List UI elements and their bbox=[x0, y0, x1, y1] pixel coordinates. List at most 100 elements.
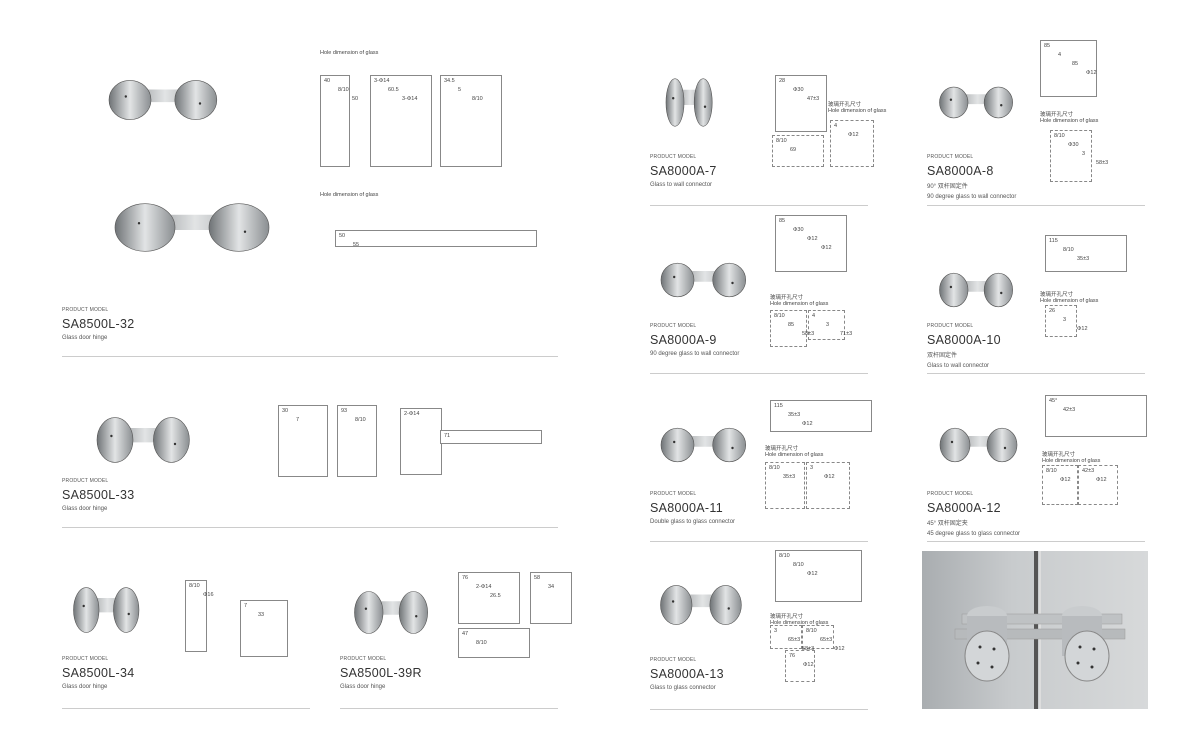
dimension-label: 47±3 bbox=[807, 96, 820, 102]
dimension-label: 8/10 bbox=[1046, 468, 1057, 474]
dimension-label: 115 bbox=[1049, 238, 1058, 244]
product-image bbox=[345, 575, 440, 655]
dimension-label: 40 bbox=[324, 78, 331, 84]
dimension-label: 42±3 bbox=[1082, 468, 1095, 474]
product-description: Double glass to glass connector bbox=[650, 519, 736, 525]
product-model-number: SA8000A-7 bbox=[650, 164, 717, 178]
dimension-label: 3 bbox=[810, 465, 814, 471]
dimension-label: Φ12 bbox=[821, 245, 832, 251]
dimension-label: 65±3 bbox=[788, 637, 801, 643]
hardware-product-image bbox=[108, 80, 218, 120]
dimension-label: 8/10 bbox=[769, 465, 780, 471]
technical-drawing bbox=[808, 310, 845, 340]
technical-drawing bbox=[806, 462, 850, 509]
connector-right bbox=[1062, 606, 1110, 682]
hole-caption-cn: 玻璃开孔尺寸 bbox=[1042, 452, 1076, 458]
product-model-label: PRODUCT MODEL bbox=[62, 478, 109, 484]
product-model-label: PRODUCT MODEL bbox=[927, 154, 974, 160]
technical-drawing bbox=[440, 430, 542, 444]
product-model-number: SA8000A-11 bbox=[650, 501, 723, 515]
hardware-product-image bbox=[114, 203, 270, 252]
hardware-product-image bbox=[939, 427, 1018, 463]
product-description: Glass door hinge bbox=[62, 335, 108, 341]
dimension-label: 8/10 bbox=[776, 138, 787, 144]
technical-drawing bbox=[1050, 130, 1092, 182]
dimension-label: 8/10 bbox=[338, 87, 349, 93]
dimension-label: 8/10 bbox=[1063, 247, 1074, 253]
product-image bbox=[65, 570, 150, 655]
technical-drawing bbox=[1078, 465, 1118, 505]
technical-drawing bbox=[775, 75, 827, 132]
dimension-label: 3 bbox=[774, 628, 778, 634]
technical-drawing bbox=[278, 405, 328, 477]
product-description: Glass to glass connector bbox=[650, 685, 716, 691]
technical-drawing bbox=[1045, 395, 1147, 437]
dimension-label: 3 bbox=[1082, 151, 1086, 157]
product-description: 90 degree glass to wall connector bbox=[927, 194, 1017, 200]
dimension-label: 30 bbox=[282, 408, 289, 414]
dimension-label: Φ12 bbox=[1086, 70, 1097, 76]
dimension-label: 50 bbox=[339, 233, 346, 239]
section-divider bbox=[650, 205, 868, 206]
hole-caption-en: Hole dimension of glass bbox=[770, 301, 829, 307]
hardware-product-image bbox=[354, 591, 428, 634]
dimension-label: 8/10 bbox=[774, 313, 785, 319]
dimension-label: Φ12 bbox=[807, 236, 818, 242]
hardware-product-image bbox=[660, 262, 746, 298]
section-divider bbox=[927, 205, 1145, 206]
dimension-label: Φ12 bbox=[1060, 477, 1071, 483]
product-description: Glass to wall connector bbox=[650, 182, 713, 188]
technical-drawing bbox=[1042, 465, 1078, 505]
dimension-label: 5 bbox=[458, 87, 462, 93]
dimension-label: 33 bbox=[258, 612, 265, 618]
product-model-label: PRODUCT MODEL bbox=[650, 657, 697, 663]
hardware-product-image bbox=[73, 587, 140, 633]
hardware-product-image bbox=[96, 417, 190, 463]
technical-drawing bbox=[1045, 305, 1077, 337]
dimension-label: 58±3 bbox=[802, 331, 815, 337]
technical-drawing bbox=[770, 625, 802, 649]
dimension-label: 50 bbox=[352, 96, 359, 102]
product-model-number: SA8500L-34 bbox=[62, 666, 135, 680]
hardware-product-image bbox=[665, 78, 713, 127]
product-model-number: SA8500L-33 bbox=[62, 488, 135, 502]
dimension-label: Φ12 bbox=[802, 421, 813, 427]
section-divider bbox=[650, 373, 868, 374]
section-divider bbox=[62, 527, 558, 528]
product-model-label: PRODUCT MODEL bbox=[927, 491, 974, 497]
dimension-label: 8/10 bbox=[476, 640, 487, 646]
hole-caption-cn: 玻璃开孔尺寸 bbox=[1040, 292, 1074, 298]
product-model-label: PRODUCT MODEL bbox=[62, 307, 109, 313]
hardware-product-image bbox=[660, 427, 746, 463]
hardware-product-image bbox=[660, 585, 742, 625]
technical-drawing bbox=[337, 405, 377, 477]
product-model-label: PRODUCT MODEL bbox=[650, 491, 697, 497]
hole-dimension-caption: Hole dimension of glass bbox=[320, 50, 378, 56]
technical-drawing bbox=[770, 310, 807, 347]
product-description: 90 degree glass to wall connector bbox=[650, 351, 740, 357]
dimension-label: Φ12 bbox=[1096, 477, 1107, 483]
dimension-label: 26.5 bbox=[490, 593, 501, 599]
section-divider bbox=[927, 373, 1145, 374]
dimension-label: 85 bbox=[1072, 61, 1079, 67]
product-description: Glass door hinge bbox=[62, 506, 108, 512]
product-photo-glass-door-connectors bbox=[922, 551, 1148, 709]
dimension-label: 58±3 bbox=[802, 646, 815, 652]
dimension-label: 4 bbox=[834, 123, 838, 129]
dimension-label: 3 bbox=[826, 322, 830, 328]
dimension-label: 65±3 bbox=[820, 637, 833, 643]
hole-caption-cn: 玻璃开孔尺寸 bbox=[828, 102, 862, 108]
product-model-label: PRODUCT MODEL bbox=[62, 656, 109, 662]
hole-caption-cn: 玻璃开孔尺寸 bbox=[770, 614, 804, 620]
dimension-label: 58±3 bbox=[1096, 160, 1109, 166]
dimension-label: 34.5 bbox=[444, 78, 455, 84]
hole-caption-cn: 玻璃开孔尺寸 bbox=[770, 295, 804, 301]
dimension-label: Φ12 bbox=[834, 646, 845, 652]
